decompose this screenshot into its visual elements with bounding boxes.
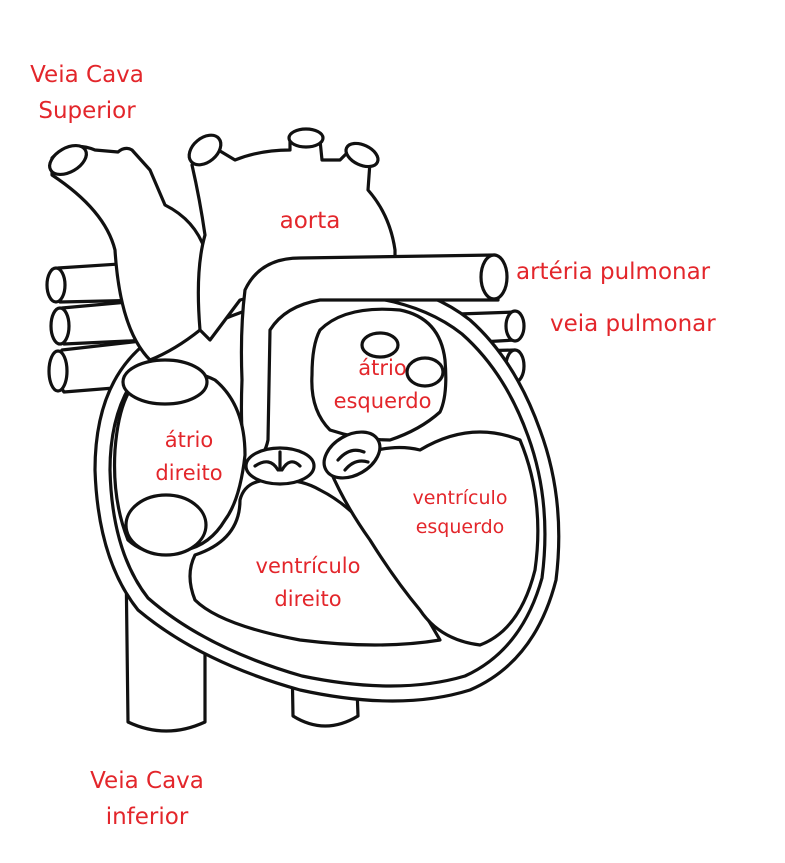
label-superior-vena-cava: Veia Cava Superior xyxy=(30,62,144,124)
valves xyxy=(244,430,382,486)
label-pulmonary-artery: artéria pulmonar xyxy=(516,259,711,285)
label-left-atrium: átrio esquerdo xyxy=(333,356,432,413)
superior-vena-cava xyxy=(50,144,207,362)
label-inferior-vena-cava: Veia Cava inferior xyxy=(90,768,204,830)
label-right-atrium: átrio direito xyxy=(155,428,223,485)
heart-inner-wall xyxy=(108,292,547,688)
label-aorta: aorta xyxy=(279,208,341,234)
left-ventricle-chamber xyxy=(328,430,540,647)
label-left-ventricle: ventrículo esquerdo xyxy=(412,487,508,539)
label-pulmonary-vein: veia pulmonar xyxy=(550,311,716,337)
label-right-ventricle: ventrículo direito xyxy=(255,554,361,611)
left-atrium-chamber xyxy=(310,307,448,442)
aortic-arch xyxy=(190,138,397,342)
